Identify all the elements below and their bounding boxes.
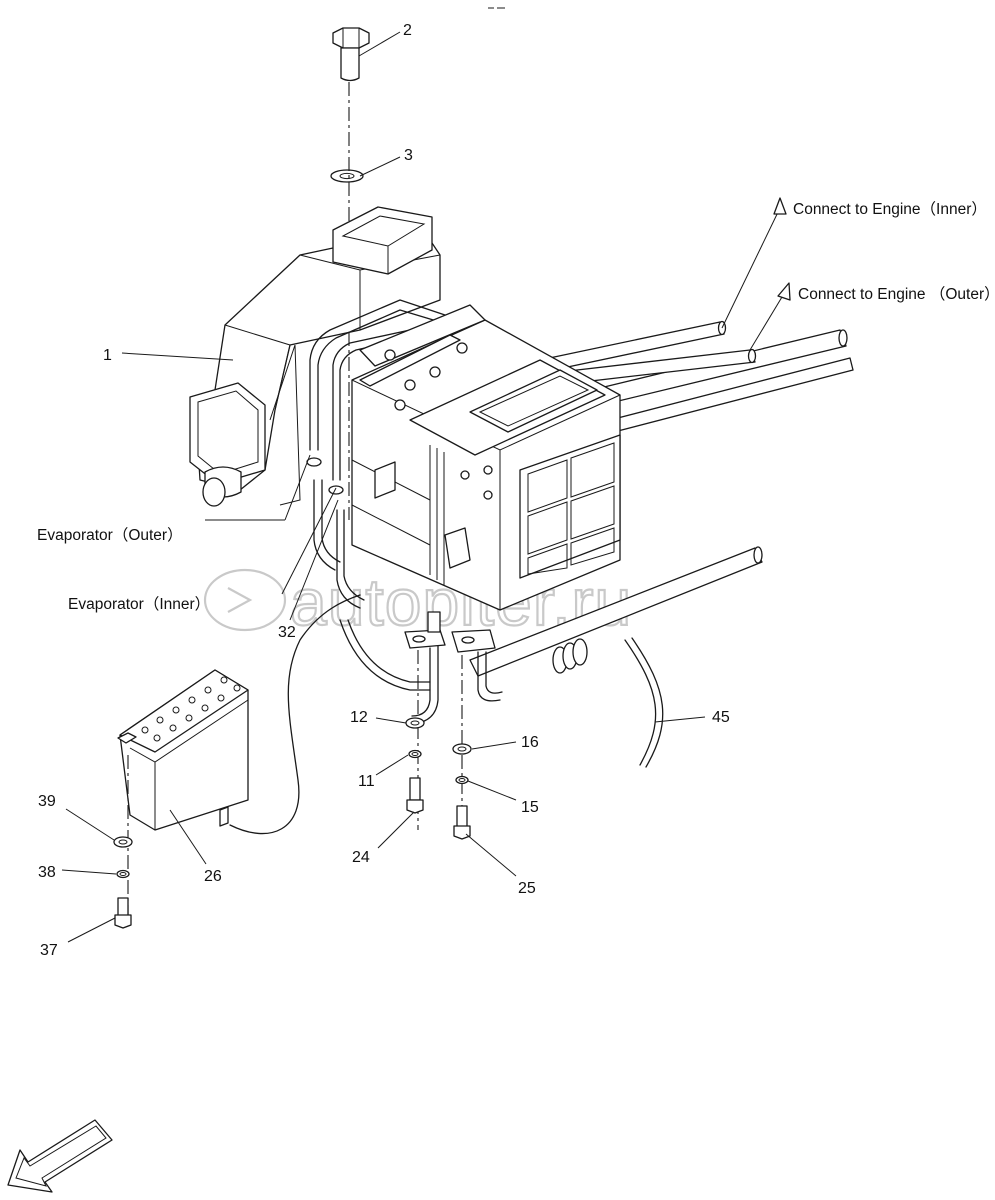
filter-grid [519, 434, 621, 579]
hose-coupling [552, 638, 588, 674]
callout-1: 1 [103, 347, 112, 364]
washer-part-39 [113, 836, 133, 848]
washer-part-3 [330, 169, 364, 183]
spring-washer-part-15 [455, 775, 469, 785]
bolt-part-25 [453, 805, 471, 840]
callout-11: 11 [358, 773, 375, 790]
callout-12: 12 [350, 709, 368, 726]
callout-45: 45 [712, 709, 730, 726]
washer-part-16 [452, 743, 472, 755]
direction-arrow-icon [7, 1119, 113, 1193]
callout-numbers: 2 3 1 32 12 11 24 16 15 25 45 26 39 38 3… [38, 22, 730, 959]
callout-25: 25 [518, 880, 536, 897]
hose-part-45 [469, 546, 763, 768]
label-evaporator-inner: Evaporator（Inner） [68, 596, 210, 613]
callout-39: 39 [38, 793, 56, 810]
callout-15: 15 [521, 799, 539, 816]
callout-24: 24 [352, 849, 370, 866]
bolt-part-37 [114, 897, 132, 929]
text-labels: Connect to Engine（Inner） Connect to Engi… [37, 201, 995, 613]
callout-16: 16 [521, 734, 539, 751]
callout-38: 38 [38, 864, 56, 881]
callout-2: 2 [403, 22, 412, 39]
spring-washer-part-11 [408, 749, 422, 759]
bolt-part-2 [332, 27, 370, 82]
leader-lines [61, 31, 791, 943]
callout-37: 37 [40, 942, 58, 959]
label-engine-inner: Connect to Engine（Inner） [793, 201, 987, 218]
spring-washer-part-38 [116, 869, 130, 879]
washer-part-12 [405, 717, 425, 729]
cable-harness [229, 594, 361, 835]
watermark-logo-icon [203, 568, 287, 632]
pipe-brackets [404, 611, 503, 725]
bolt-part-24 [406, 777, 424, 814]
callout-32: 32 [278, 624, 296, 641]
callout-26: 26 [204, 868, 222, 885]
label-evaporator-outer: Evaporator（Outer） [37, 527, 183, 544]
callout-3: 3 [404, 147, 413, 164]
clips [374, 342, 493, 569]
controller-part-26 [117, 669, 249, 831]
controller-button-grid [141, 676, 241, 742]
evaporator-pipes-part-32 [306, 299, 461, 691]
duct-housing-part-1 [189, 206, 441, 507]
label-engine-outer: Connect to Engine （Outer） [798, 286, 995, 303]
